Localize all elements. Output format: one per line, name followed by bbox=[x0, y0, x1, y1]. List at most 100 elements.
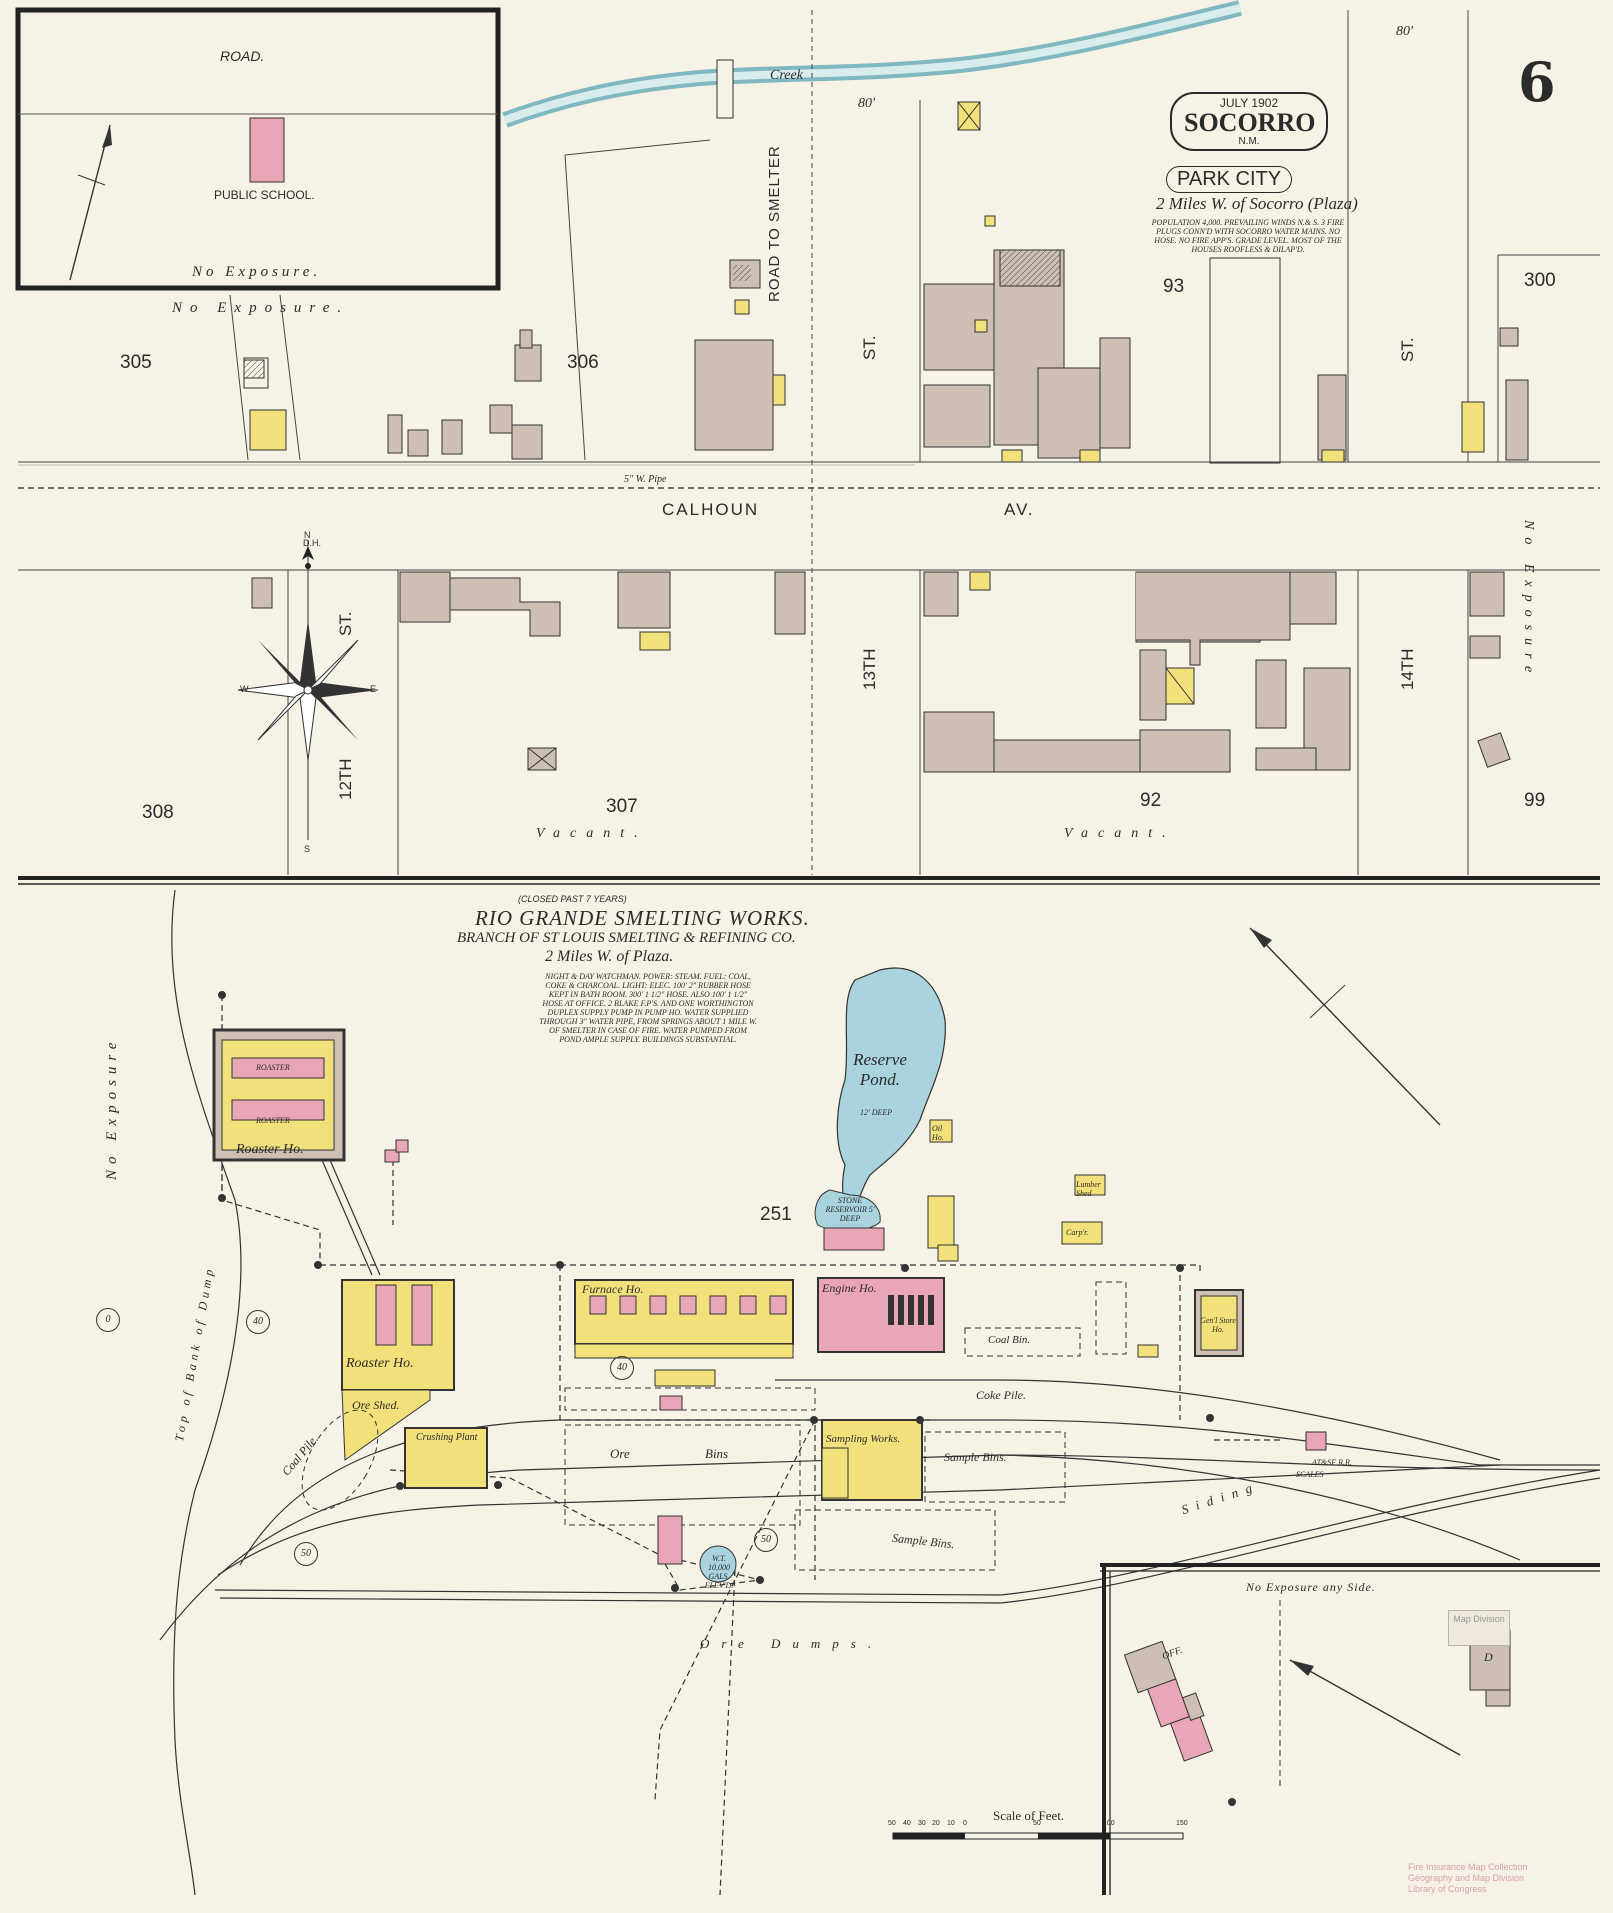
block-307: 307 bbox=[606, 796, 638, 817]
road-label: ROAD. bbox=[220, 48, 265, 64]
block-300: 300 bbox=[1524, 270, 1556, 291]
coke-pile-label: Coke Pile. bbox=[976, 1388, 1026, 1402]
gen-store-label: Gen'l Store Ho. bbox=[1200, 1316, 1236, 1334]
scale-tick-1: 50 bbox=[888, 1820, 896, 1827]
creek-label: Creek bbox=[770, 68, 803, 83]
compass-e: E bbox=[370, 684, 377, 694]
public-school-label: PUBLIC SCHOOL. bbox=[214, 188, 315, 202]
no-exposure-right: No Exposure bbox=[1521, 520, 1536, 681]
ore-shed-label: Ore Shed. bbox=[352, 1398, 400, 1412]
atsf-label: AT&SF R.R. bbox=[1312, 1458, 1352, 1467]
scale-tick-7: 50 bbox=[1033, 1820, 1041, 1827]
state-name: N.M. bbox=[1238, 136, 1260, 147]
marker-50b: 50 bbox=[754, 1528, 778, 1552]
vacant-307: Vacant. bbox=[536, 826, 648, 841]
marker-0: 0 bbox=[96, 1308, 120, 1332]
school-no-exposure: No Exposure. bbox=[192, 264, 322, 280]
title-cartouche: JULY 1902 SOCORRO N.M. bbox=[1170, 92, 1328, 151]
scale-tick-3: 30 bbox=[918, 1820, 926, 1827]
credit-line-3: Library of Congress bbox=[1408, 1884, 1487, 1894]
marker-40b: 40 bbox=[610, 1356, 634, 1380]
thirteenth-label: 13TH bbox=[860, 648, 879, 690]
scale-tick-9: 150 bbox=[1176, 1820, 1188, 1827]
twelfth-label: 12TH bbox=[336, 758, 355, 800]
scale-label: Scale of Feet. bbox=[993, 1808, 1065, 1823]
north-arrow-bottom bbox=[1289, 1659, 1461, 1756]
library-credit: Fire Insurance Map Collection Geography … bbox=[1408, 1862, 1528, 1895]
credit-line-1: Fire Insurance Map Collection bbox=[1408, 1862, 1528, 1872]
credit-line-2: Geography and Map Division bbox=[1408, 1873, 1525, 1883]
bank-of-dump bbox=[171, 889, 242, 1896]
oil-ho-label: Oil Ho. bbox=[932, 1124, 944, 1142]
stone-reservoir-label: STONE RESERVOIR 5' DEEP bbox=[825, 1196, 875, 1223]
roaster-ho-2-label: Roaster Ho. bbox=[346, 1356, 414, 1371]
st-label-13: ST. bbox=[860, 335, 879, 360]
roaster-1: ROASTER bbox=[256, 1063, 290, 1072]
ore-dumps-label: Ore Dumps. bbox=[700, 1636, 884, 1651]
office-building-group bbox=[1123, 1640, 1214, 1762]
compass-n: N bbox=[304, 530, 311, 540]
block-92: 92 bbox=[1140, 790, 1162, 811]
scale-tick-4: 20 bbox=[932, 1820, 940, 1827]
sampling-works-label: Sampling Works. bbox=[826, 1433, 901, 1445]
compass-s: S bbox=[304, 844, 311, 854]
block-306: 306 bbox=[567, 352, 599, 373]
block-93: 93 bbox=[1163, 276, 1185, 297]
av-label: AV. bbox=[1004, 500, 1035, 519]
dwelling-label: D bbox=[1484, 1650, 1493, 1664]
scales-label: SCALES bbox=[1296, 1470, 1324, 1479]
district-notes: POPULATION 4,000. PREVAILING WINDS N.& S… bbox=[1151, 218, 1345, 254]
reserve-pond-label: Reserve Pond. bbox=[853, 1050, 907, 1089]
dh-label: D.H. bbox=[303, 538, 321, 548]
engine-ho-label: Engine Ho. bbox=[822, 1281, 877, 1295]
smelter-notes: NIGHT & DAY WATCHMAN. POWER: STEAM. FUEL… bbox=[539, 972, 757, 1044]
marker-40: 40 bbox=[246, 1310, 270, 1334]
coal-bin-label: Coal Bin. bbox=[988, 1334, 1031, 1346]
collection-stamp: Map Division bbox=[1448, 1610, 1510, 1646]
inset-frame-school bbox=[15, 7, 501, 291]
closed-note: (CLOSED PAST 7 YEARS) bbox=[518, 894, 627, 904]
roaster-2: ROASTER bbox=[256, 1116, 290, 1125]
compass-w: W bbox=[240, 684, 249, 694]
district-location: 2 Miles W. of Socorro (Plaza) bbox=[1156, 194, 1358, 213]
crushing-plant-label: Crushing Plant bbox=[416, 1432, 478, 1443]
scale-bar bbox=[892, 1832, 1184, 1895]
scale-tick-6: 0 bbox=[963, 1820, 967, 1827]
sheet-number: 6 bbox=[1518, 50, 1556, 114]
block-305: 305 bbox=[120, 352, 152, 373]
water-tank-label: W.T. 10,000 GALS. ELEV'D. bbox=[704, 1554, 734, 1590]
block-308: 308 bbox=[142, 802, 174, 823]
district-name: PARK CITY bbox=[1166, 166, 1293, 193]
crushing-plant bbox=[404, 1427, 488, 1489]
bridge bbox=[716, 59, 734, 119]
vacant-92: Vacant. bbox=[1064, 826, 1176, 841]
bins-label: Bins bbox=[705, 1446, 729, 1461]
railway-tracks bbox=[159, 1379, 1601, 1641]
furnace-ho-label: Furnace Ho. bbox=[582, 1282, 644, 1296]
no-exposure-top: No Exposure. bbox=[172, 300, 350, 316]
water-pipe-label: 5" W. Pipe bbox=[624, 474, 667, 485]
fourteenth-label: 14TH bbox=[1398, 648, 1417, 690]
block-99: 99 bbox=[1524, 790, 1546, 811]
calhoun-label: CALHOUN bbox=[662, 500, 760, 519]
block-251: 251 bbox=[760, 1204, 792, 1225]
smelter-title: RIO GRANDE SMELTING WORKS. bbox=[475, 906, 810, 930]
marker-50: 50 bbox=[294, 1542, 318, 1566]
sheet-date: JULY 1902 bbox=[1219, 96, 1279, 110]
roaster-ho-label: Roaster Ho. bbox=[236, 1142, 304, 1157]
public-school-building bbox=[249, 117, 285, 183]
st-label-12: ST. bbox=[336, 611, 355, 636]
street-width-label-2: 80' bbox=[1396, 24, 1413, 39]
smelter-location: 2 Miles W. of Plaza. bbox=[545, 948, 674, 965]
north-arrow-top bbox=[69, 124, 112, 281]
roaster-house-2 bbox=[341, 1279, 455, 1391]
street-width-label: 80' bbox=[858, 96, 875, 111]
compass-rose bbox=[237, 540, 378, 840]
smelter-branch: BRANCH OF ST LOUIS SMELTING & REFINING C… bbox=[457, 930, 796, 946]
road-to-smelter-label: ROAD TO SMELTER bbox=[766, 145, 783, 302]
ore-label: Ore bbox=[610, 1446, 630, 1461]
water-pipes bbox=[221, 995, 1280, 1896]
north-arrow-smelter bbox=[1249, 927, 1441, 1126]
lumber-shed-label: Lumber Shed bbox=[1076, 1180, 1101, 1198]
